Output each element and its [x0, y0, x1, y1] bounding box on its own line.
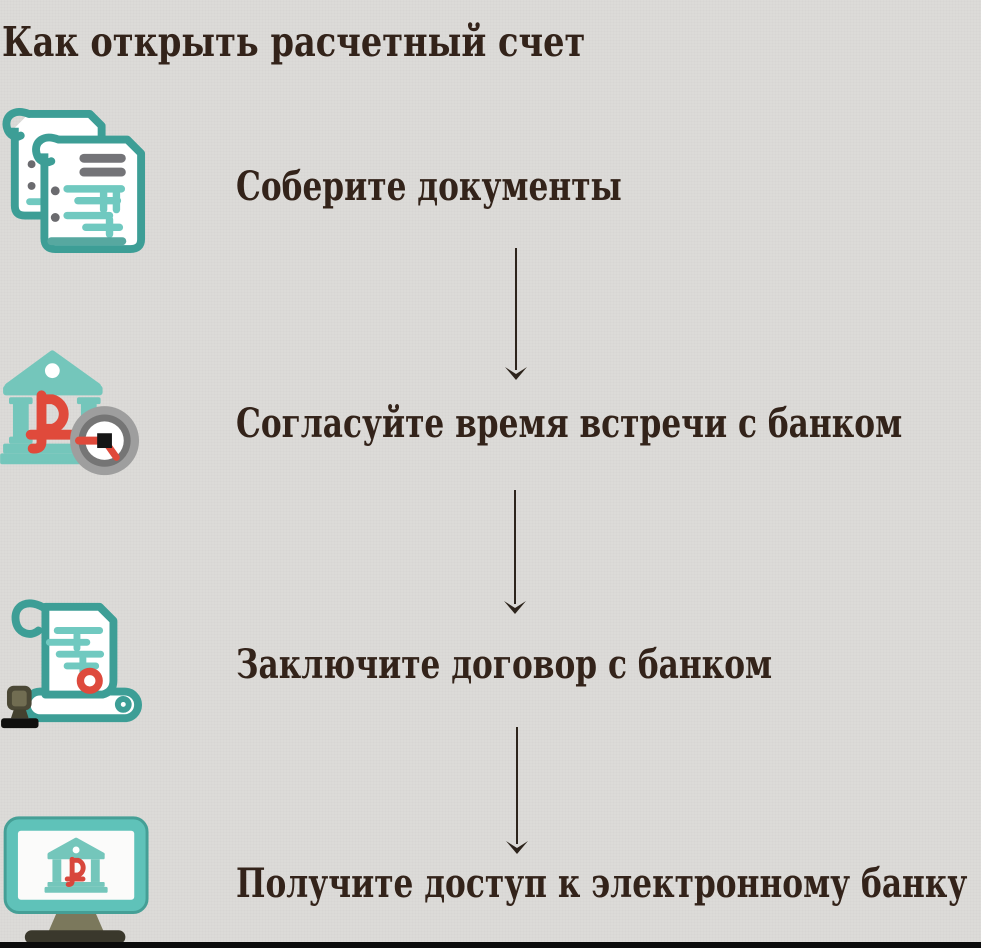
bank-clock-icon: [0, 350, 140, 476]
step-4-label: Получите доступ к электронному банку: [236, 860, 968, 907]
bottom-border-bar: [0, 942, 981, 948]
clock-icon: [70, 406, 140, 476]
step-3-label: Заключите договор с банком: [236, 641, 773, 688]
contract-stamp-icon: [1, 599, 143, 729]
page-title: Как открыть расчетный счет: [2, 18, 586, 67]
stamp-icon: [1, 685, 39, 729]
monitor-base: [24, 930, 126, 945]
step-2-label: Согласуйте время встречи с банком: [236, 400, 903, 447]
arrow-down-icon: [505, 248, 527, 380]
step-1-label: Соберите документы: [236, 163, 622, 210]
documents-icon: [2, 107, 146, 253]
online-bank-monitor-icon: [3, 816, 149, 945]
seal-icon: [76, 667, 103, 694]
arrow-down-icon: [506, 727, 528, 854]
ruble-sign: [25, 390, 77, 454]
mini-bank-icon: [44, 837, 108, 893]
ruble-sign: [64, 856, 86, 887]
arrow-down-icon: [504, 490, 526, 614]
monitor-screen: [17, 830, 135, 900]
